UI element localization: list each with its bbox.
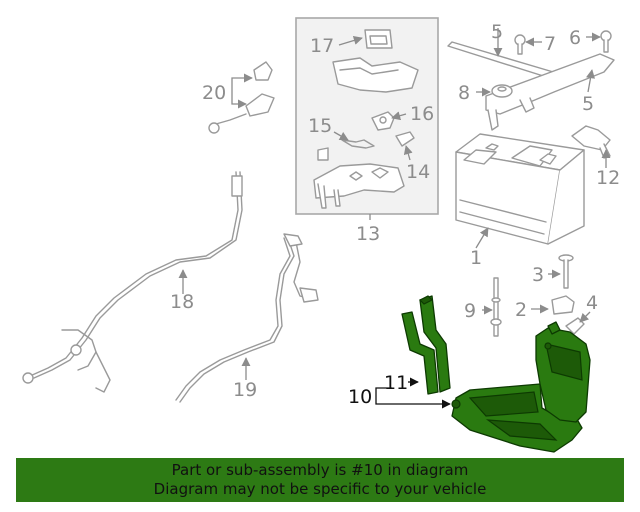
- callout-17: 17: [310, 35, 334, 57]
- callout-6: 6: [569, 27, 581, 49]
- part-10-tray-highlight: [451, 321, 591, 453]
- part-18-cable: [22, 171, 243, 393]
- part-9-rod: [490, 277, 502, 337]
- callout-9: 9: [464, 300, 476, 322]
- part-16: [371, 111, 395, 131]
- callout-3: 3: [532, 264, 544, 286]
- callout-5b: 5: [582, 93, 594, 115]
- leader-lines: [178, 28, 611, 409]
- callout-14: 14: [406, 161, 430, 183]
- part-5-hold-down: [447, 41, 615, 131]
- callout-7: 7: [544, 33, 556, 55]
- callout-4: 4: [586, 292, 598, 314]
- part-8-nut: [491, 84, 513, 98]
- callout-5a: 5: [491, 21, 503, 43]
- callout-20: 20: [202, 82, 226, 104]
- part-11-bracket-highlight: [401, 295, 451, 395]
- part-6-bolt: [600, 30, 612, 53]
- part-14: [395, 131, 415, 147]
- part-17-cover: [332, 29, 419, 93]
- fuse-box-inset: [295, 17, 439, 215]
- part-2-clip: [551, 295, 575, 315]
- part-7-bolt: [514, 34, 526, 55]
- callout-16: 16: [410, 103, 434, 125]
- callout-18: 18: [170, 291, 194, 313]
- part-20-terminal: [208, 61, 275, 134]
- callout-15: 15: [308, 115, 332, 137]
- callout-13: 13: [356, 223, 380, 245]
- part-19-cable: [175, 233, 319, 403]
- callout-19: 19: [233, 379, 257, 401]
- callout-1: 1: [470, 247, 482, 269]
- info-banner: Part or sub-assembly is #10 in diagram D…: [16, 458, 624, 502]
- part-3-bolt: [558, 254, 574, 289]
- callout-8: 8: [458, 82, 470, 104]
- callout-11: 11: [384, 372, 408, 394]
- banner-line-2: Diagram may not be specific to your vehi…: [153, 480, 487, 498]
- part-15: [341, 139, 375, 149]
- callout-10: 10: [348, 386, 372, 408]
- fuse-block: [313, 163, 405, 209]
- part-1-battery: [455, 133, 585, 245]
- callout-12: 12: [596, 167, 620, 189]
- callout-2: 2: [515, 299, 527, 321]
- banner-line-1: Part or sub-assembly is #10 in diagram: [171, 461, 469, 479]
- callout-numbers: 1 2 3 4 5 5 6 7 8 9 10 11 12 13 14 15 16…: [170, 21, 620, 408]
